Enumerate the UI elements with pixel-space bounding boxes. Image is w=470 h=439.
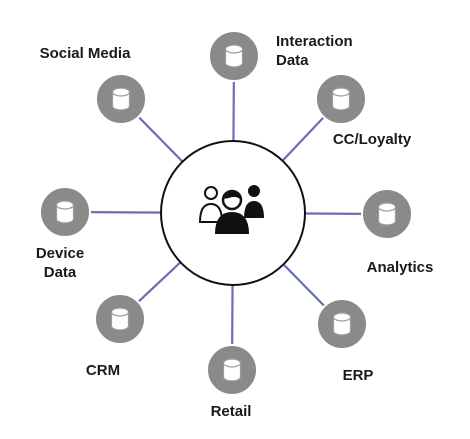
database-icon — [377, 202, 397, 226]
node-social-media[interactable] — [95, 73, 147, 125]
database-icon — [222, 358, 242, 382]
node-label-retail: Retail — [211, 403, 252, 420]
node-retail[interactable] — [206, 344, 258, 396]
node-label-erp: ERP — [343, 367, 374, 384]
node-label-line: ERP — [343, 367, 374, 384]
node-interaction-data[interactable] — [208, 30, 260, 82]
node-label-line: Device — [36, 245, 84, 262]
node-label-social-media: Social Media — [40, 45, 132, 62]
database-icon — [224, 44, 244, 68]
node-label-analytics: Analytics — [367, 259, 434, 276]
node-cc-loyalty[interactable] — [315, 73, 367, 125]
central-hub — [160, 140, 306, 286]
database-icon — [332, 312, 352, 336]
database-icon — [331, 87, 351, 111]
node-device-data[interactable] — [39, 186, 91, 238]
node-label-line: CC/Loyalty — [333, 131, 412, 148]
node-crm[interactable] — [94, 293, 146, 345]
node-label-line: Data — [276, 52, 309, 69]
node-label-line: Social Media — [40, 45, 132, 62]
node-label-line: Interaction — [276, 33, 353, 50]
node-analytics[interactable] — [361, 188, 413, 240]
people-group-icon — [198, 185, 264, 234]
node-erp[interactable] — [316, 298, 368, 350]
node-label-line: Analytics — [367, 259, 434, 276]
database-icon — [55, 200, 75, 224]
database-icon — [111, 87, 131, 111]
node-label-line: Retail — [211, 403, 252, 420]
node-label-line: Data — [44, 264, 77, 281]
node-label-line: CRM — [86, 362, 120, 379]
node-label-crm: CRM — [86, 362, 120, 379]
node-label-cc-loyalty: CC/Loyalty — [333, 131, 412, 148]
data-source-nodes — [39, 30, 413, 396]
database-icon — [110, 307, 130, 331]
